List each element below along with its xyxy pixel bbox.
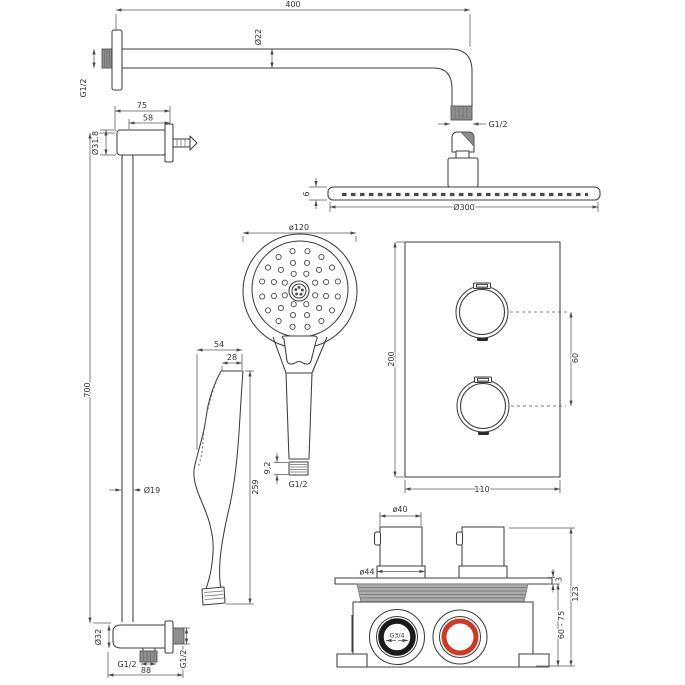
head-hub — [447, 157, 479, 188]
knob-marker — [478, 431, 489, 435]
cartridge-right-tab — [455, 531, 464, 546]
inlet-port-cold — [368, 608, 426, 666]
dim-elbow-width: 88 — [141, 666, 151, 675]
cold-ring — [378, 618, 416, 656]
arm-tube — [122, 48, 473, 106]
cartridge-left-base — [376, 565, 426, 579]
shower-arm — [101, 29, 473, 121]
bracket-body — [116, 129, 167, 156]
dim-hand-head-depth: 54 — [214, 340, 224, 349]
dim-bracket-diameter: Ø31.8 — [90, 131, 100, 155]
arm-wall-flange — [111, 29, 123, 91]
cartridge-left — [379, 526, 423, 567]
overhead-shower — [327, 131, 601, 201]
dim-hand-thread-length: 9,2 — [263, 462, 272, 475]
ball-joint-hatch — [459, 131, 475, 148]
hand-shower-side — [193, 370, 244, 606]
bracket-screw-tip — [189, 135, 198, 151]
hand-side-face-dots — [197, 381, 217, 468]
dim-plate-thickness: 3 — [555, 577, 564, 582]
hot-ring — [441, 618, 479, 656]
dim-arm-wall-thread: G1/2 — [79, 78, 88, 97]
trim-knob-top — [455, 282, 509, 341]
bracket-flange — [164, 123, 174, 163]
elbow-outlet-knurl — [139, 650, 158, 663]
valve-foot-right — [518, 653, 550, 668]
dimension-labels: 400 Ø22 G1/2 G1/2 75 58 Ø31.8 700 Ø19 Ø3… — [78, 0, 581, 676]
hand-hub-holes — [294, 285, 304, 296]
handle-transition — [272, 336, 328, 374]
handle-front — [285, 372, 313, 460]
inlet-port-hot — [432, 609, 488, 665]
cartridge-right — [461, 526, 505, 567]
dim-hand-handle-depth: 28 — [227, 353, 237, 362]
thermostat-trim-plate — [404, 241, 566, 478]
dim-install-depth: 60 - 75 — [557, 611, 566, 639]
hand-head-outline — [242, 233, 358, 349]
mounting-plate — [334, 577, 553, 585]
dim-elbow-outlet-thread: G1/2 — [117, 660, 136, 669]
wall-bracket — [116, 123, 198, 163]
dim-body-height: 123 — [571, 586, 580, 601]
dim-elbow-diameter: Ø32 — [93, 629, 103, 645]
cartridge-right-base — [458, 565, 508, 579]
dim-trim-height: 200 — [387, 351, 396, 366]
bracket-screw — [172, 138, 191, 148]
dim-trim-knob-spacing: 60 — [571, 353, 580, 363]
dim-elbow-side-thread: G1/2 — [179, 649, 188, 668]
knob-marker — [477, 337, 488, 341]
dim-arm-diameter: Ø22 — [253, 29, 263, 45]
cartridge-left-tab — [373, 531, 382, 546]
dim-rail-length: 700 — [83, 382, 92, 397]
arm-thread-knurl — [450, 105, 473, 121]
dim-hand-face-diameter: ø120 — [289, 223, 309, 232]
dim-bracket-inner-depth: 58 — [143, 114, 153, 123]
ribbed-collar — [356, 583, 529, 603]
elbow-body — [112, 624, 167, 649]
elbow-flange — [164, 620, 174, 654]
rough-in-valve-body — [334, 526, 553, 668]
spray-mode-button — [281, 335, 318, 365]
dimension-lines — [88, 8, 599, 678]
dim-hand-thread: G1/2 — [288, 480, 307, 489]
handle-thread-front — [288, 461, 309, 476]
dim-head-diameter: Ø300 — [453, 202, 475, 212]
dim-arm-head-thread: G1/2 — [488, 120, 507, 129]
dim-trim-width: 110 — [474, 485, 489, 494]
hand-shower-front — [242, 233, 358, 476]
dim-cartridge-base-diameter: ø44 — [359, 568, 374, 577]
dim-rail-diameter: Ø19 — [144, 485, 160, 495]
trim-plate — [404, 241, 561, 478]
dim-head-thickness: 6 — [302, 191, 311, 196]
elbow-side-connector — [172, 627, 185, 645]
dim-cartridge-diameter: ø40 — [392, 505, 407, 514]
dim-arm-length: 400 — [285, 0, 300, 9]
arm-wall-connector — [101, 48, 114, 69]
dim-bracket-depth: 75 — [137, 101, 147, 110]
dim-hand-length: 259 — [251, 479, 260, 494]
hand-shower-nozzle-pattern — [259, 248, 341, 330]
trim-knob-bottom — [456, 376, 510, 435]
hand-side-outline — [193, 370, 244, 591]
label-inlet-thread: G3/4 — [389, 633, 404, 640]
hand-face — [251, 240, 349, 338]
slide-rail — [121, 151, 134, 622]
head-disc — [327, 186, 601, 201]
wall-outlet-elbow — [112, 620, 185, 663]
valve-foot-left — [336, 653, 368, 668]
